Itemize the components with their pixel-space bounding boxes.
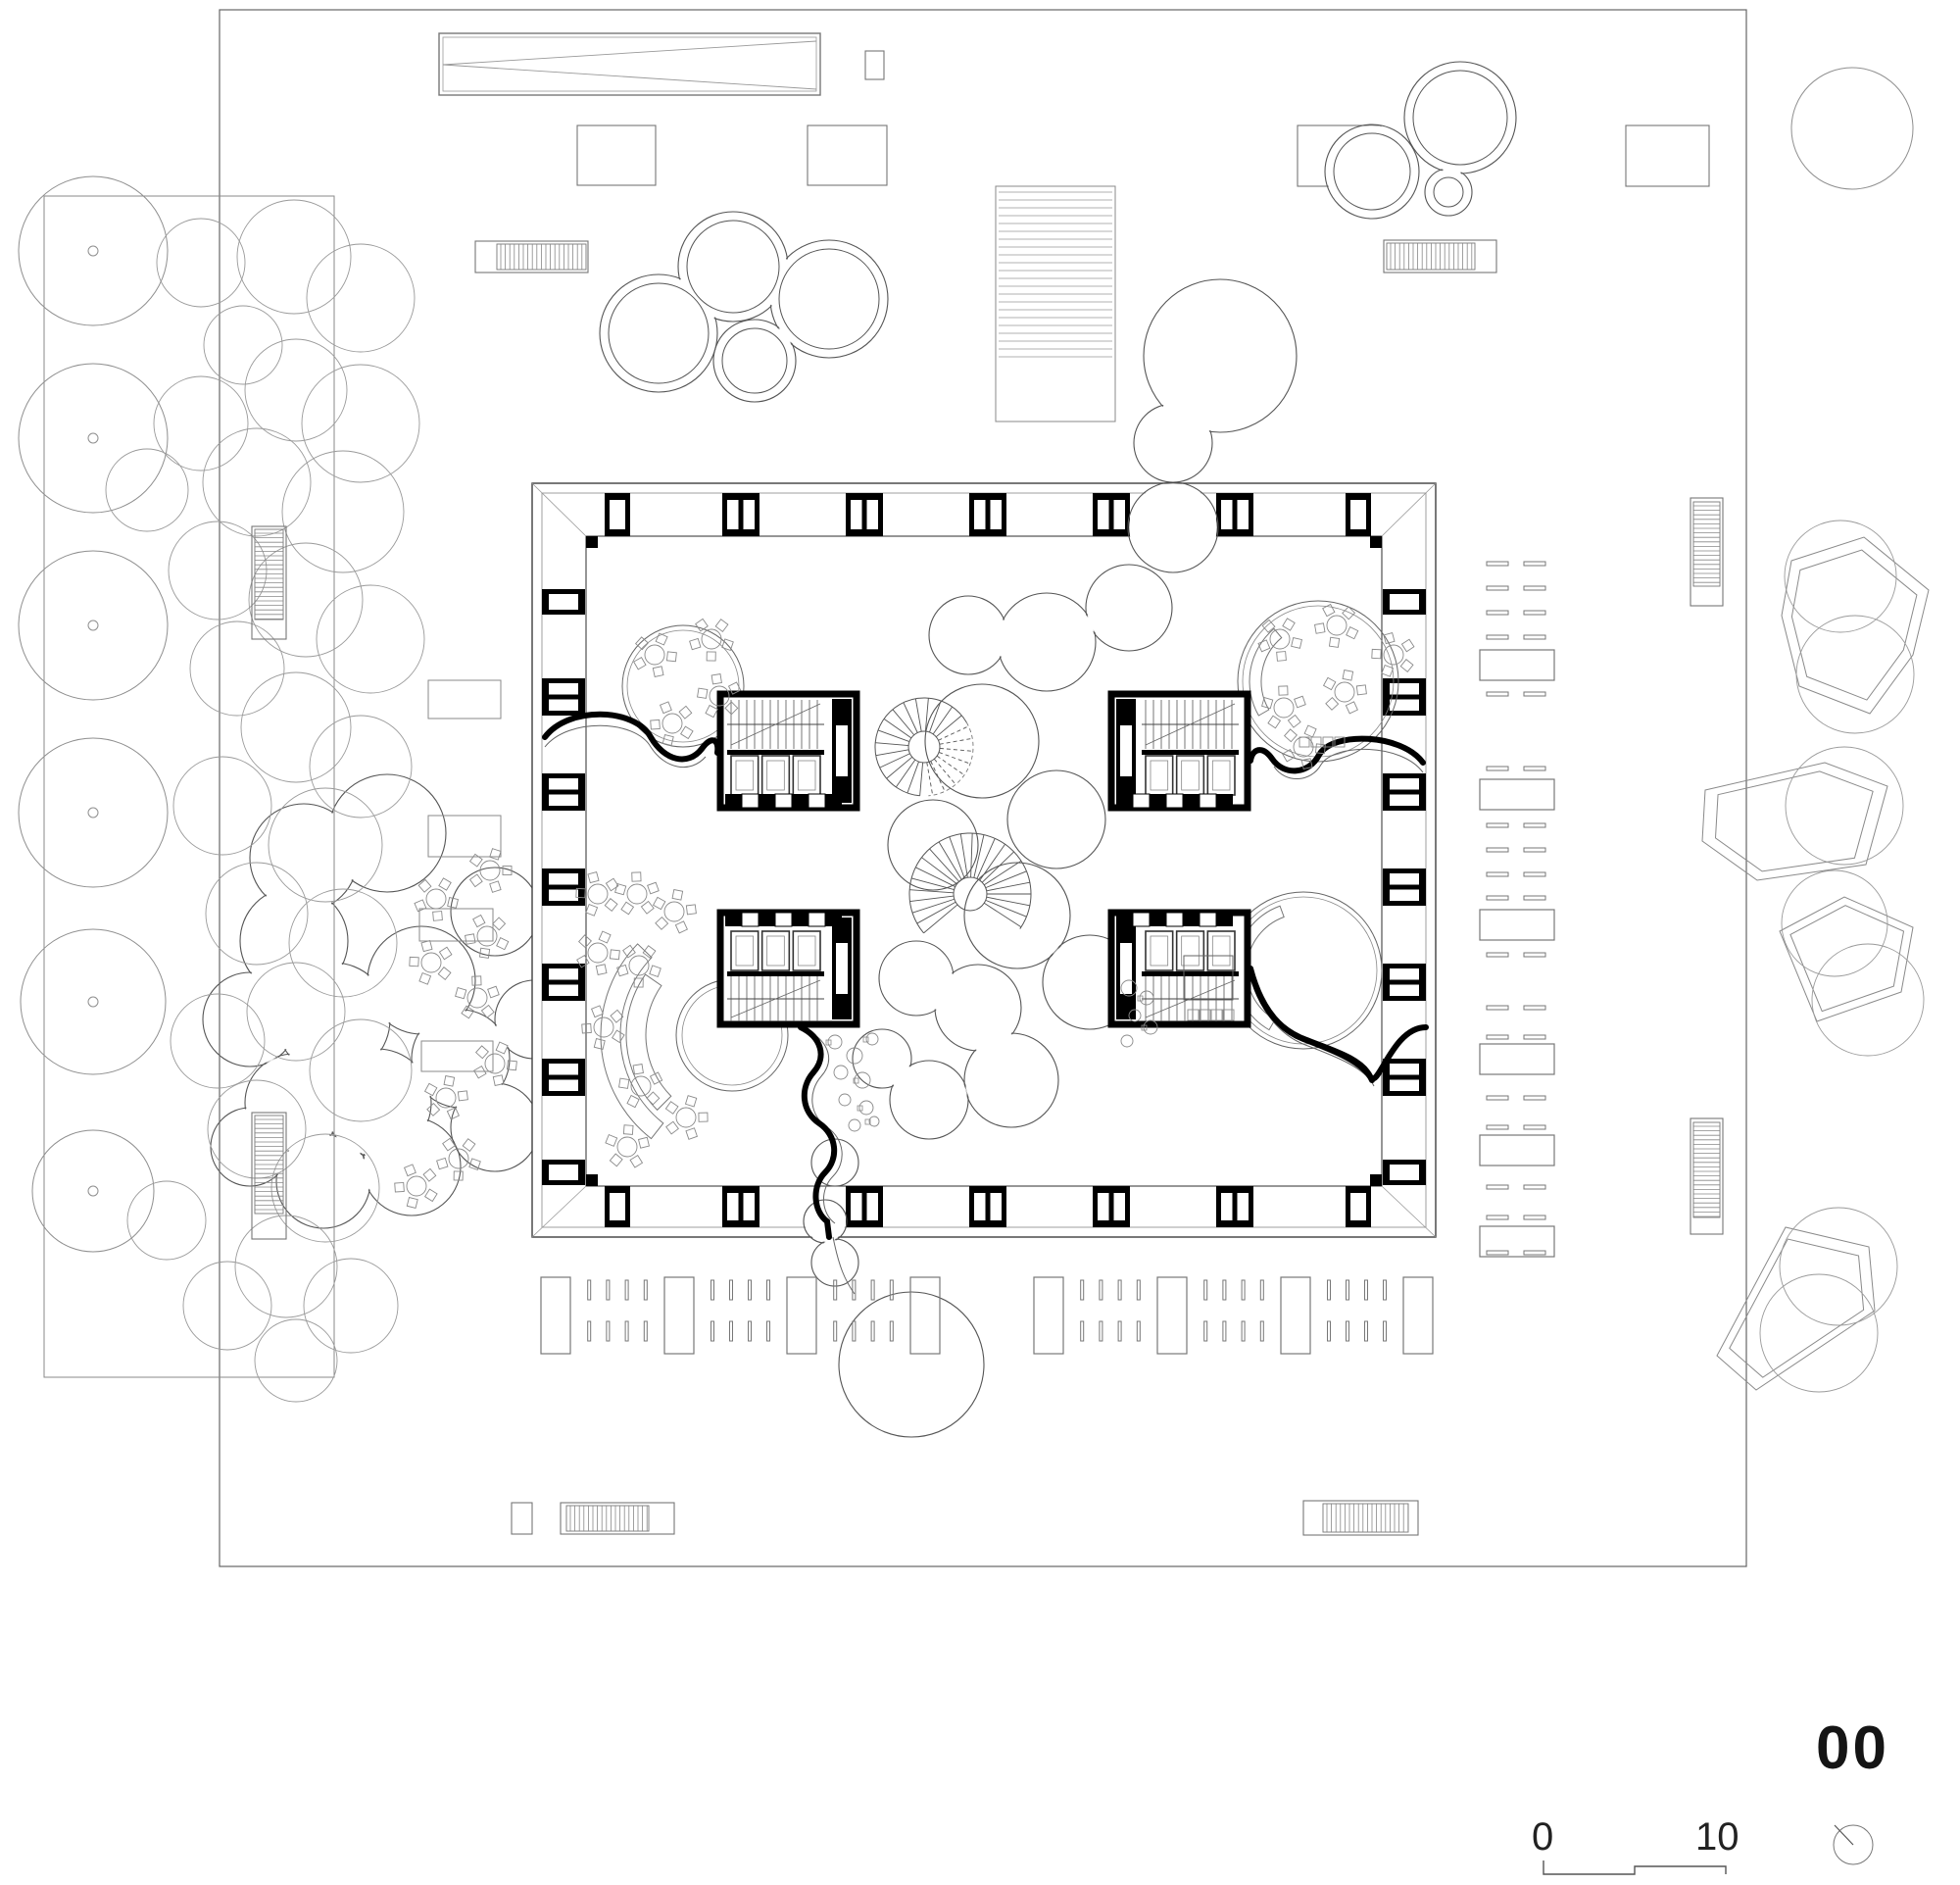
hedge-top-right (1324, 61, 1517, 220)
north-arrow (1833, 1824, 1874, 1865)
tree-circle-ne (1790, 67, 1914, 190)
lobby-thick-walls (542, 711, 1429, 1240)
terrace-tables (394, 603, 1415, 1209)
scalebar-zero-label: 0 (1532, 1815, 1554, 1859)
floor-level-label: 00 (1816, 1714, 1889, 1782)
small-rect (511, 50, 885, 1535)
facade-columns (542, 493, 1426, 1227)
bike-strip-right (1479, 561, 1555, 1258)
boulder-groups (1701, 520, 1930, 1393)
vent-grilles (251, 239, 1724, 1536)
scale-bar (1543, 1860, 1727, 1875)
core-bottom-left (716, 909, 860, 1028)
hedge-top-center (599, 211, 889, 403)
building-shell (531, 482, 1437, 1238)
pergola-ramp (438, 32, 821, 96)
rect-tables (418, 679, 502, 1072)
tree-grove (18, 175, 425, 1403)
core-bottom-right (1107, 909, 1251, 1028)
fan-stair (908, 832, 1032, 934)
spiral-stair (874, 697, 974, 797)
scalebar-ten-label: 10 (1695, 1815, 1740, 1859)
reception-desk (1183, 736, 1346, 1021)
core-top-left (716, 690, 860, 812)
core-top-right (1107, 690, 1251, 812)
tree-plot (43, 195, 335, 1378)
paving-squares (576, 124, 1710, 187)
lounger-row (540, 1276, 1434, 1355)
garage-ramp-striped (995, 185, 1116, 422)
pebble-stools (825, 979, 1158, 1132)
